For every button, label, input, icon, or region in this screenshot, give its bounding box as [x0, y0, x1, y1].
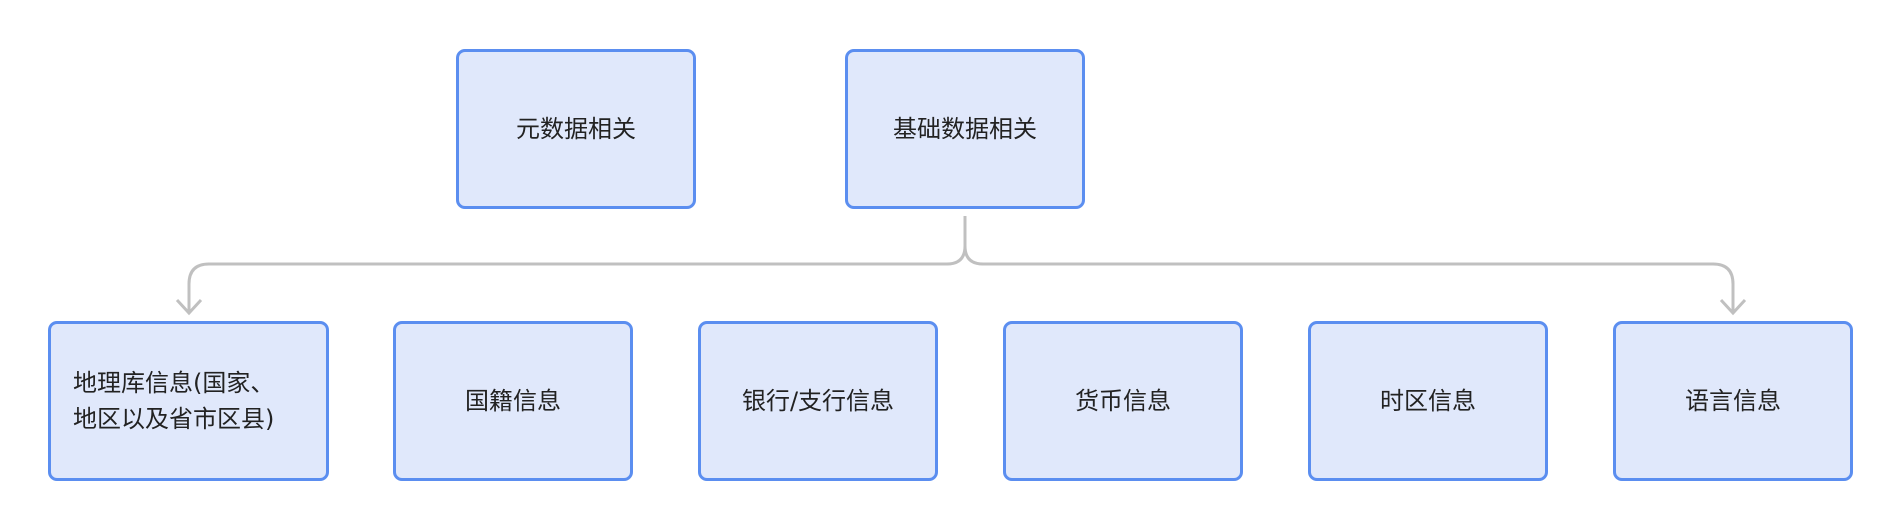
node-base-data: 基础数据相关: [845, 49, 1085, 209]
node-timezone-info: 时区信息: [1308, 321, 1548, 481]
connector-trunk-right: [963, 216, 1735, 312]
node-timezone-info-label: 时区信息: [1380, 387, 1476, 415]
node-nationality-info-label: 国籍信息: [465, 387, 561, 415]
node-geo-info-text: 地理库信息(国家、 地区以及省市区县): [73, 365, 274, 437]
node-bank-info-label: 银行/支行信息: [741, 387, 895, 415]
node-language-info: 语言信息: [1613, 321, 1853, 481]
arrowhead-geo: [175, 298, 203, 316]
node-currency-info: 货币信息: [1003, 321, 1243, 481]
connector-trunk-left: [187, 216, 967, 312]
node-metadata: 元数据相关: [456, 49, 696, 209]
arrowhead-language: [1719, 298, 1747, 316]
node-bank-info: 银行/支行信息: [698, 321, 938, 481]
node-geo-info: 地理库信息(国家、 地区以及省市区县): [48, 321, 329, 481]
node-geo-info-line-2: 地区以及省市区县): [73, 405, 275, 433]
node-base-data-label: 基础数据相关: [893, 115, 1037, 143]
node-currency-info-label: 货币信息: [1075, 387, 1171, 415]
node-metadata-label: 元数据相关: [516, 115, 636, 143]
node-nationality-info: 国籍信息: [393, 321, 633, 481]
node-language-info-label: 语言信息: [1685, 387, 1781, 415]
node-geo-info-line-1: 地理库信息(国家、: [73, 369, 275, 397]
